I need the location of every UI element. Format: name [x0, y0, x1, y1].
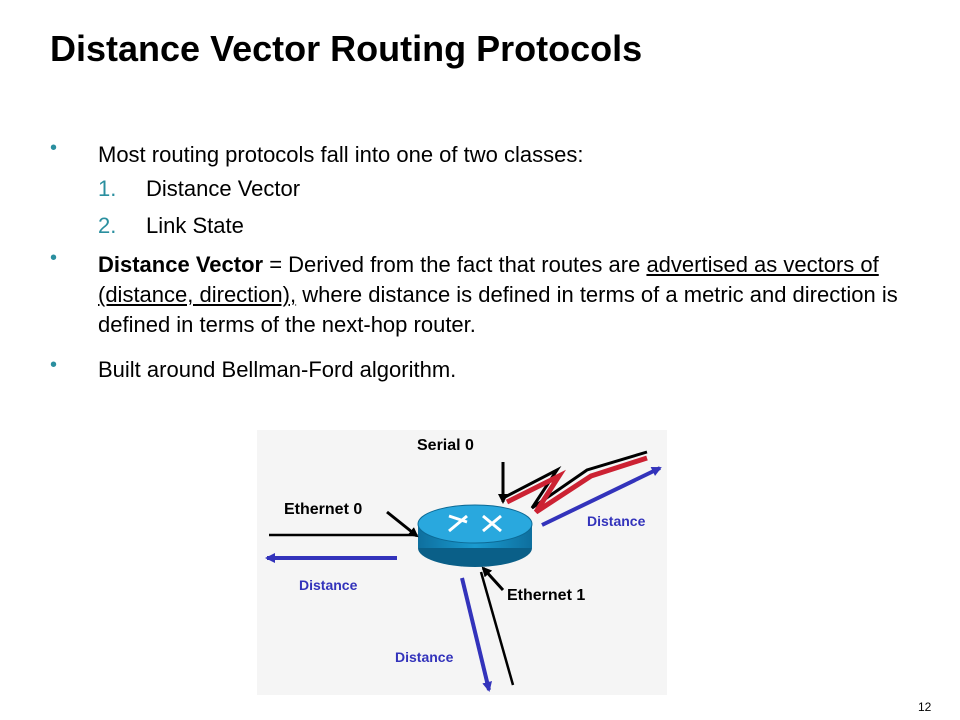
router-icon — [417, 504, 533, 567]
bullet-2-bold: Distance Vector — [98, 252, 264, 277]
distance-label-left: Distance — [299, 577, 358, 593]
slide-title: Distance Vector Routing Protocols — [50, 28, 643, 69]
ethernet0-pointer — [386, 510, 419, 538]
bullet-marker: • — [50, 354, 58, 376]
bullet-2-underline: advertised as vectors of (distance, dire… — [98, 252, 879, 307]
bullet-marker: • — [50, 247, 58, 269]
serial-link-red — [505, 455, 648, 515]
class-2-text: Link State — [146, 213, 244, 238]
page-number: 12 — [918, 700, 932, 714]
distance-arrow-right — [541, 466, 662, 527]
bullet-1-text: Most routing protocols fall into one of … — [98, 142, 584, 167]
bullet-2-text-a: = Derived from the fact that routes are — [263, 252, 647, 277]
distance-label-right: Distance — [587, 513, 646, 529]
class-2-number: 2. — [98, 213, 117, 238]
ethernet0-label: Ethernet 0 — [284, 501, 362, 518]
bullet-marker: • — [50, 137, 58, 159]
class-1-text: Distance Vector — [146, 176, 301, 201]
serial-link — [502, 450, 648, 510]
class-1-number: 1. — [98, 176, 117, 201]
distance-label-bottom: Distance — [395, 649, 454, 665]
ethernet1-pointer — [481, 566, 505, 592]
bullet-2-text-b: where distance is defined in terms of a … — [98, 282, 898, 337]
distance-arrow-bottom — [460, 577, 492, 692]
serial0-label: Serial 0 — [417, 437, 474, 454]
ethernet1-link — [479, 571, 515, 686]
bullet-3-text: Built around Bellman-Ford algorithm. — [98, 357, 457, 382]
ethernet1-label: Ethernet 1 — [507, 587, 585, 604]
bullet-2-text: Distance Vector = Derived from the fact … — [98, 250, 928, 340]
router-diagram: Serial 0 Ethernet 0 Ethernet 1 Distance … — [257, 430, 667, 695]
